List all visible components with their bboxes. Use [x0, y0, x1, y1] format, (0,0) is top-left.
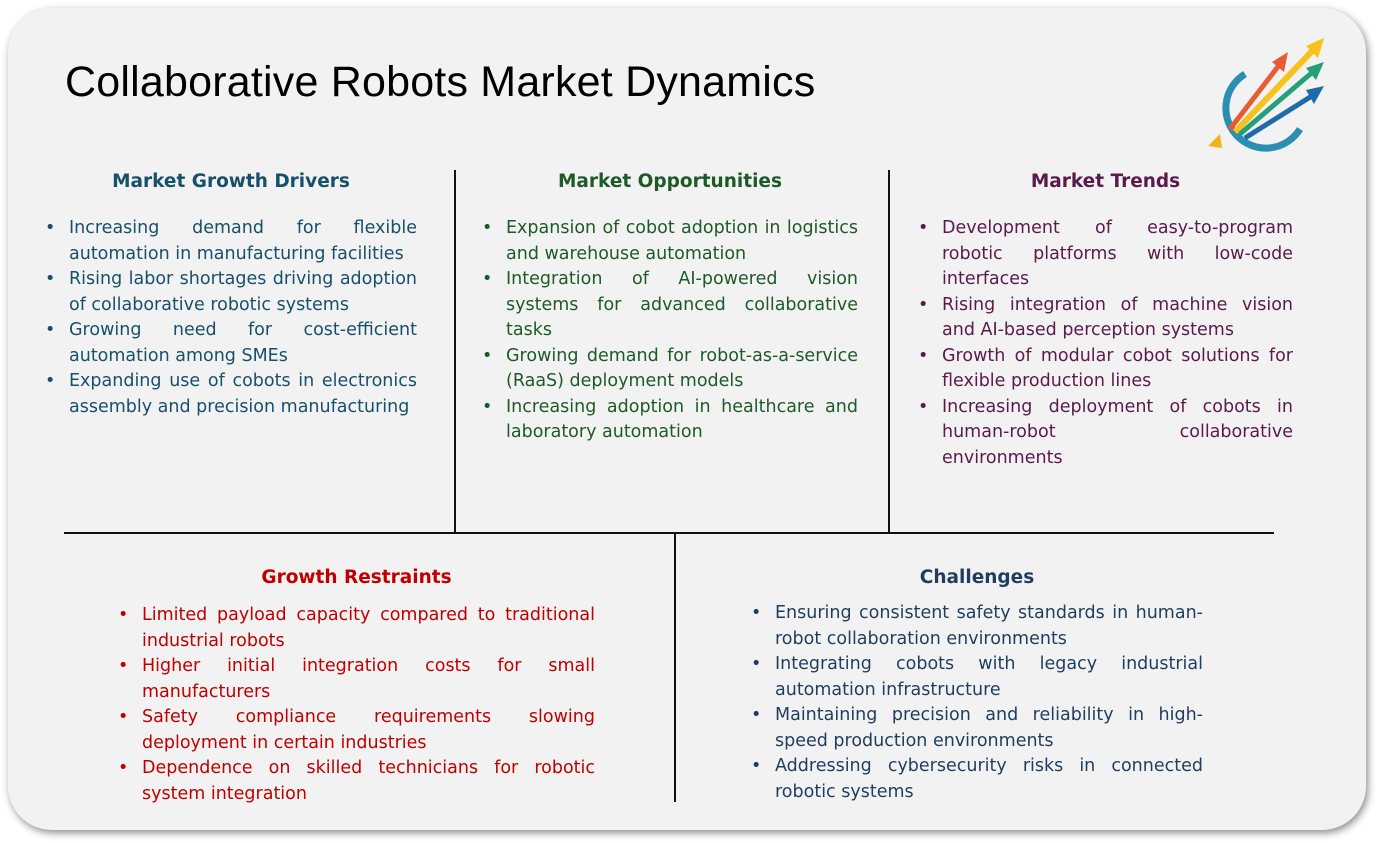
list-item: Expanding use of cobots in electronics a… — [45, 369, 417, 420]
section-market-growth-drivers: Market Growth Drivers Increasing demand … — [45, 171, 417, 420]
divider — [64, 532, 1274, 534]
bullet-list: Expansion of cobot adoption in logistics… — [482, 216, 858, 446]
section-heading: Challenges — [919, 567, 1035, 588]
list-item: Limited payload capacity compared to tra… — [118, 603, 595, 654]
list-item: Development of easy-to-program robotic p… — [918, 216, 1293, 293]
section-heading: Growth Restraints — [261, 567, 452, 588]
list-item: Ensuring consistent safety standards in … — [751, 601, 1203, 652]
list-item: Rising integration of machine vision and… — [918, 293, 1293, 344]
divider — [674, 534, 676, 802]
bullet-list: Limited payload capacity compared to tra… — [118, 603, 595, 807]
list-item: Rising labor shortages driving adoption … — [45, 267, 417, 318]
page-title: Collaborative Robots Market Dynamics — [65, 58, 816, 106]
section-market-trends: Market Trends Development of easy-to-pro… — [918, 171, 1293, 471]
bullet-list: Ensuring consistent safety standards in … — [751, 601, 1203, 805]
section-heading: Market Opportunities — [558, 171, 782, 192]
bullet-list: Increasing demand for flexible automatio… — [45, 216, 417, 420]
list-item: Integration of AI-powered vision systems… — [482, 267, 858, 344]
list-item: Increasing adoption in healthcare and la… — [482, 395, 858, 446]
bullet-list: Development of easy-to-program robotic p… — [918, 216, 1293, 471]
section-heading: Market Trends — [1030, 171, 1181, 192]
list-item: Growing demand for robot-as-a-service (R… — [482, 344, 858, 395]
section-heading: Market Growth Drivers — [112, 171, 350, 192]
list-item: Expansion of cobot adoption in logistics… — [482, 216, 858, 267]
section-challenges: Challenges Ensuring consistent safety st… — [751, 567, 1203, 805]
divider — [888, 170, 890, 533]
list-item: Integrating cobots with legacy industria… — [751, 652, 1203, 703]
list-item: Safety compliance requirements slowing d… — [118, 705, 595, 756]
list-item: Dependence on skilled technicians for ro… — [118, 756, 595, 807]
list-item: Increasing demand for flexible automatio… — [45, 216, 417, 267]
divider — [454, 170, 456, 533]
growth-arrows-logo-icon — [1208, 38, 1324, 152]
section-growth-restraints: Growth Restraints Limited payload capaci… — [118, 567, 595, 807]
list-item: Maintaining precision and reliability in… — [751, 703, 1203, 754]
list-item: Growing need for cost-efficient automati… — [45, 318, 417, 369]
list-item: Increasing deployment of cobots in human… — [918, 395, 1293, 472]
section-market-opportunities: Market Opportunities Expansion of cobot … — [482, 171, 858, 446]
list-item: Addressing cybersecurity risks in connec… — [751, 754, 1203, 805]
list-item: Growth of modular cobot solutions for fl… — [918, 344, 1293, 395]
list-item: Higher initial integration costs for sma… — [118, 654, 595, 705]
